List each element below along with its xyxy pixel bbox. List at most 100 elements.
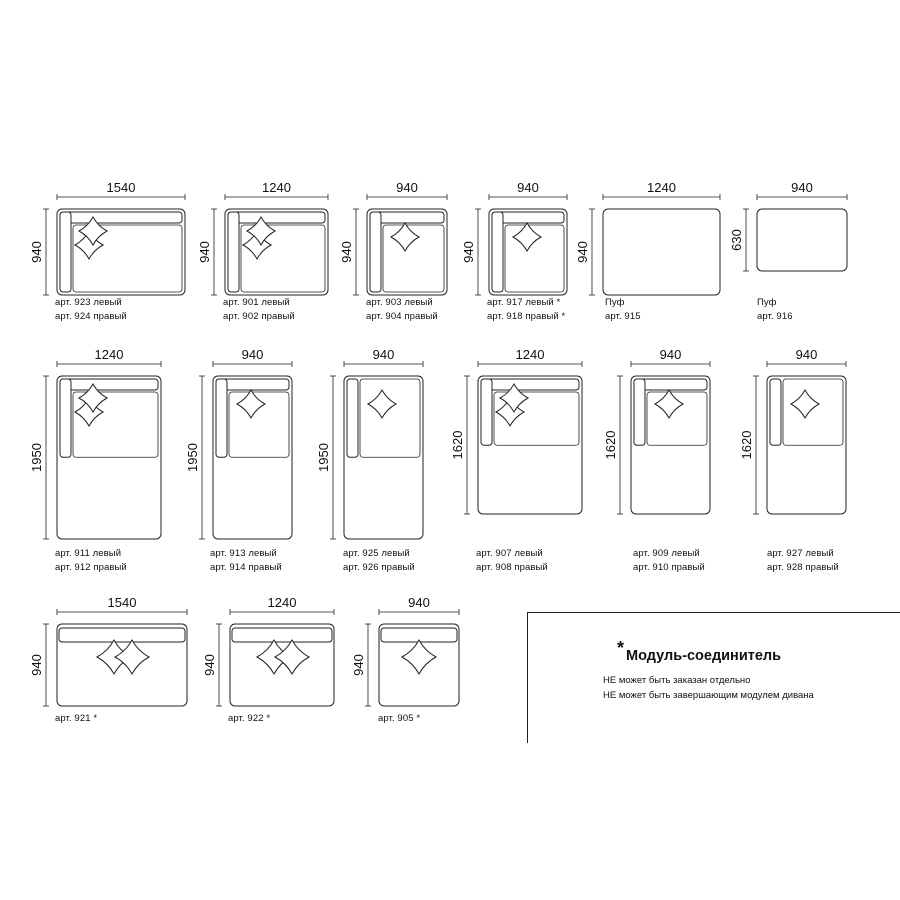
seat-outline: [756, 208, 848, 272]
seat-cushion: [493, 391, 580, 446]
side-cushion: [227, 211, 240, 293]
article-label: арт. 922 *: [228, 713, 271, 724]
pillow-icon: [73, 229, 105, 261]
article-label: арт. 911 левый: [55, 548, 122, 559]
back-cushion: [480, 378, 580, 391]
pillow-icon: [77, 215, 109, 247]
back-cushion: [59, 378, 159, 391]
width-label: 1240: [647, 180, 676, 195]
article-label: арт. 910 правый: [633, 562, 705, 573]
pillow-icon: [494, 396, 526, 428]
width-label: 940: [796, 347, 818, 362]
side-cushion: [59, 211, 72, 293]
module-m917: 940 940: [461, 180, 568, 296]
pillow-icon: [400, 638, 438, 676]
height-label: 940: [461, 241, 476, 263]
width-label: 1240: [268, 595, 297, 610]
width-label: 940: [242, 347, 264, 362]
seat-cushion: [72, 224, 183, 293]
width-label: 940: [791, 180, 813, 195]
pillow-icon: [241, 229, 273, 261]
module-m922: 1240 940: [202, 595, 335, 707]
width-label: 940: [408, 595, 430, 610]
article-label: арт. 918 правый *: [487, 311, 566, 322]
width-label: 940: [373, 347, 395, 362]
article-label: арт. 923 левый: [55, 297, 122, 308]
pillow-icon: [77, 382, 109, 414]
seat-cushion: [646, 391, 708, 446]
article-label: арт. 916: [757, 311, 793, 322]
pillow-icon: [389, 221, 421, 253]
article-label: арт. 908 правый: [476, 562, 548, 573]
seat-cushion: [359, 378, 421, 458]
side-cushion: [346, 378, 359, 458]
module-label-m927: арт. 927 левый арт. 928 правый: [767, 547, 839, 575]
pillow-icon: [366, 388, 398, 420]
height-label: 1950: [185, 443, 200, 472]
height-label: 940: [202, 654, 217, 676]
legend-frame: [527, 612, 900, 743]
width-label: 940: [660, 347, 682, 362]
width-label: 1240: [262, 180, 291, 195]
height-label: 630: [729, 229, 744, 251]
article-label: арт. 926 правый: [343, 562, 415, 573]
article-label: арт. 924 правый: [55, 311, 127, 322]
seat-cushion: [240, 224, 326, 293]
side-cushion: [633, 378, 646, 446]
article-label: арт. 905 *: [378, 713, 421, 724]
seat-outline: [56, 623, 188, 707]
side-cushion: [491, 211, 504, 293]
article-label: арт. 925 левый: [343, 548, 410, 559]
module-label-m916: Пуф арт. 916: [757, 296, 793, 324]
module-m913: 940 1950: [185, 347, 293, 540]
legend-line-1: НЕ может быть заказан отдельно: [603, 675, 751, 686]
module-m901: 1240 940: [197, 180, 329, 296]
module-label-m925: арт. 925 левый арт. 926 правый: [343, 547, 415, 575]
pillow-icon: [245, 215, 277, 247]
module-m916: 940 630: [729, 180, 848, 272]
seat-cushion: [228, 391, 290, 458]
seat-outline: [602, 208, 721, 296]
article-label: арт. 914 правый: [210, 562, 282, 573]
seat-cushion: [782, 378, 844, 446]
back-cushion: [59, 211, 183, 224]
back-cushion: [227, 211, 326, 224]
width-label: 1540: [107, 180, 136, 195]
side-cushion: [369, 211, 382, 293]
seat-outline: [229, 623, 335, 707]
article-label: арт. 903 левый: [366, 297, 433, 308]
seat-outline: [366, 208, 448, 296]
width-label: 940: [517, 180, 539, 195]
seat-cushion: [504, 224, 565, 293]
module-label-m917: арт. 917 левый *арт. 918 правый *: [487, 296, 565, 324]
module-label-m905: арт. 905 *: [378, 712, 420, 726]
height-label: 940: [29, 241, 44, 263]
article-label: арт. 901 левый: [223, 297, 290, 308]
back-cushion: [231, 627, 333, 643]
article-label: Пуф: [605, 297, 625, 308]
article-label: арт. 928 правый: [767, 562, 839, 573]
seat-cushion: [72, 391, 159, 458]
module-label-m923: арт. 923 левый арт. 924 правый: [55, 296, 127, 324]
height-label: 940: [197, 241, 212, 263]
width-label: 1240: [95, 347, 124, 362]
module-m923: 1540 940: [29, 180, 186, 296]
article-label: арт. 927 левый: [767, 548, 834, 559]
height-label: 1620: [603, 431, 618, 460]
pillow-icon: [498, 382, 530, 414]
width-label: 1540: [108, 595, 137, 610]
article-label: Пуф: [757, 297, 777, 308]
